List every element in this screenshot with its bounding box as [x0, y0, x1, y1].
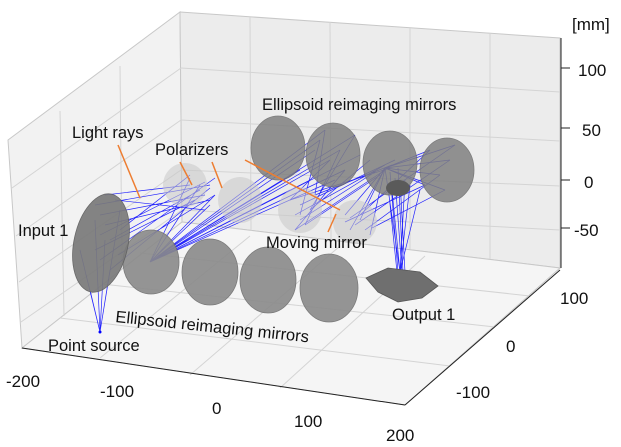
moving-mirror	[386, 180, 410, 196]
point-source-marker	[98, 330, 102, 334]
polarizers	[163, 163, 377, 244]
grid-lines	[11, 16, 561, 389]
lower-mirror-4	[299, 253, 359, 323]
leader-polarizer-3	[244, 159, 341, 211]
x-axis: -200 -100 0 100 200	[6, 347, 414, 445]
z-tick-0: 0	[584, 173, 593, 192]
lower-mirror-1	[122, 229, 180, 295]
label-output: Output 1	[392, 306, 455, 324]
output-mirror	[365, 267, 439, 303]
label-light-rays: Light rays	[72, 124, 144, 142]
polarizer-4	[333, 200, 377, 244]
leader-moving-mirror	[327, 213, 337, 233]
label-ellipsoid-top: Ellipsoid reimaging mirrors	[262, 96, 456, 114]
upper-ellipsoid-mirrors	[250, 115, 475, 203]
upper-mirror-4	[419, 137, 475, 203]
polarizer-3	[278, 187, 322, 233]
z-tick-100: 100	[578, 61, 606, 80]
label-moving-mirror: Moving mirror	[266, 234, 367, 252]
z-tick-50: 50	[582, 121, 601, 140]
y-tick-100: 100	[560, 289, 588, 308]
y-tick-neg100: -100	[456, 383, 490, 402]
y-tick-0: 0	[506, 337, 515, 356]
leader-polarizer-2	[211, 161, 223, 189]
x-tick-100: 100	[294, 412, 322, 431]
leader-light-rays	[117, 144, 141, 199]
leader-lines	[117, 144, 341, 233]
z-axis: 100 50 0 -50	[560, 38, 606, 268]
label-point-source: Point source	[48, 337, 140, 355]
z-tick-neg50: -50	[574, 221, 599, 240]
lower-mirror-2	[181, 238, 239, 306]
lower-ellipsoid-mirrors	[122, 229, 359, 323]
leader-polarizer-1	[179, 161, 193, 186]
x-tick-neg200: -200	[6, 372, 40, 391]
label-input: Input 1	[18, 222, 68, 240]
x-tick-0: 0	[212, 399, 221, 418]
x-tick-neg100: -100	[100, 382, 134, 401]
x-tick-200: 200	[386, 426, 414, 445]
polarizer-2	[218, 177, 262, 223]
label-polarizers: Polarizers	[155, 141, 228, 159]
units-label: [mm]	[572, 15, 610, 34]
upper-mirror-1	[250, 115, 306, 181]
lower-mirror-3	[239, 246, 297, 314]
y-axis: 100 0 -100	[404, 269, 588, 406]
upper-mirror-3	[362, 130, 418, 196]
input-mirror	[72, 193, 130, 293]
upper-mirror-2	[305, 122, 361, 188]
polarizer-1	[163, 163, 207, 207]
